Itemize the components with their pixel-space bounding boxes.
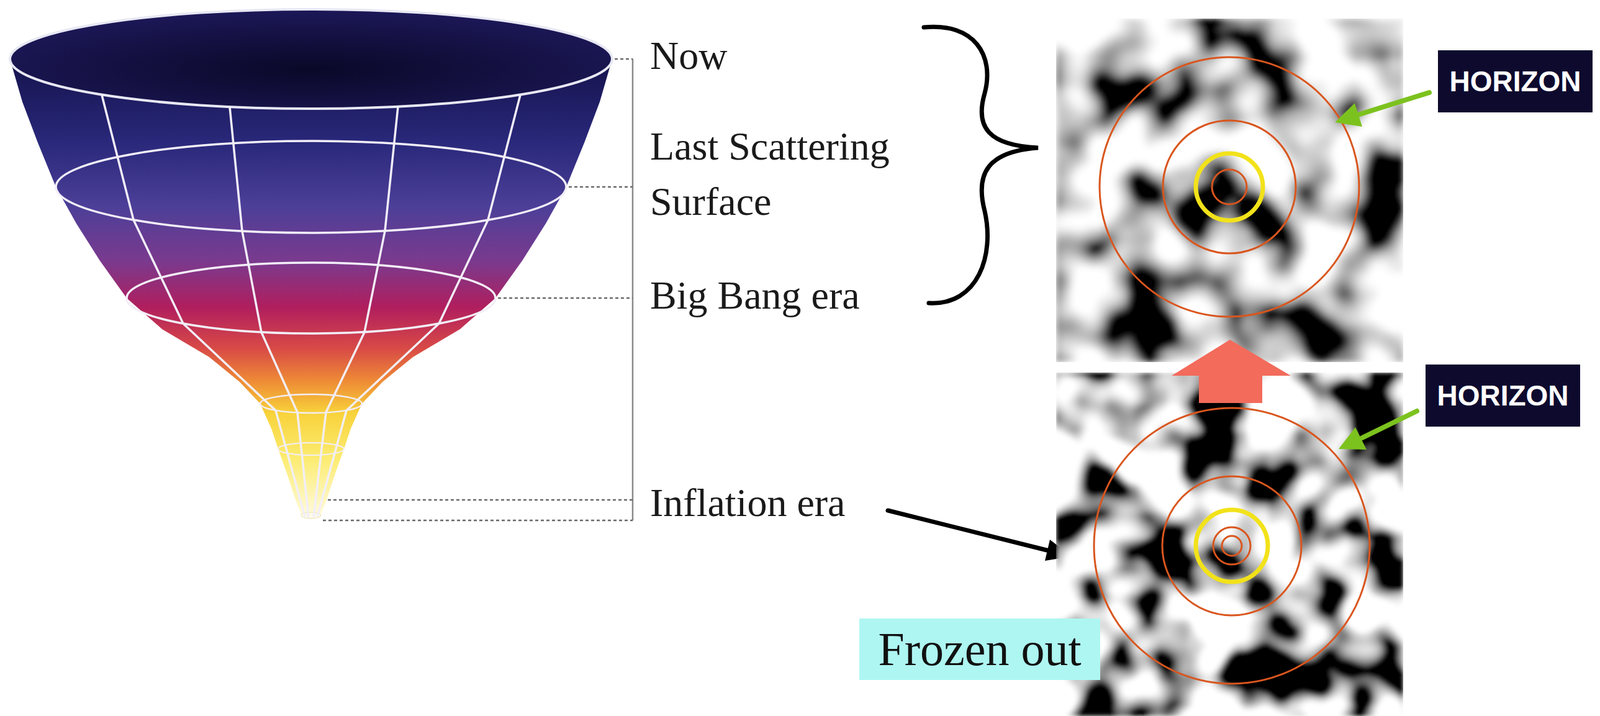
node-text: HORIZON	[1436, 378, 1569, 413]
horizon-tag: HORIZON	[1425, 364, 1581, 427]
era-label: Now	[650, 32, 728, 81]
funnel-body	[9, 58, 613, 516]
node-text: Frozen out	[877, 622, 1081, 677]
horizon-leader	[1338, 411, 1417, 450]
funnel-top	[9, 9, 613, 109]
node-text: HORIZON	[1449, 64, 1581, 99]
era-label: Inflation era	[650, 479, 846, 528]
horizon-tag: HORIZON	[1437, 50, 1593, 113]
era-label: Big Bang era	[650, 271, 860, 320]
era-label: Last Scattering Surface	[650, 118, 930, 230]
horizon-leader	[1334, 92, 1430, 127]
fluctuation-map-inflation	[1056, 372, 1404, 716]
fluctuation-map-now	[1056, 18, 1404, 362]
era-leaders	[322, 58, 633, 521]
funnel-grid	[55, 94, 567, 518]
pointer-arrow	[887, 510, 1072, 561]
evolution-arrow	[1171, 339, 1291, 403]
curly-brace	[923, 26, 1039, 303]
note-box: Frozen out	[859, 618, 1101, 680]
